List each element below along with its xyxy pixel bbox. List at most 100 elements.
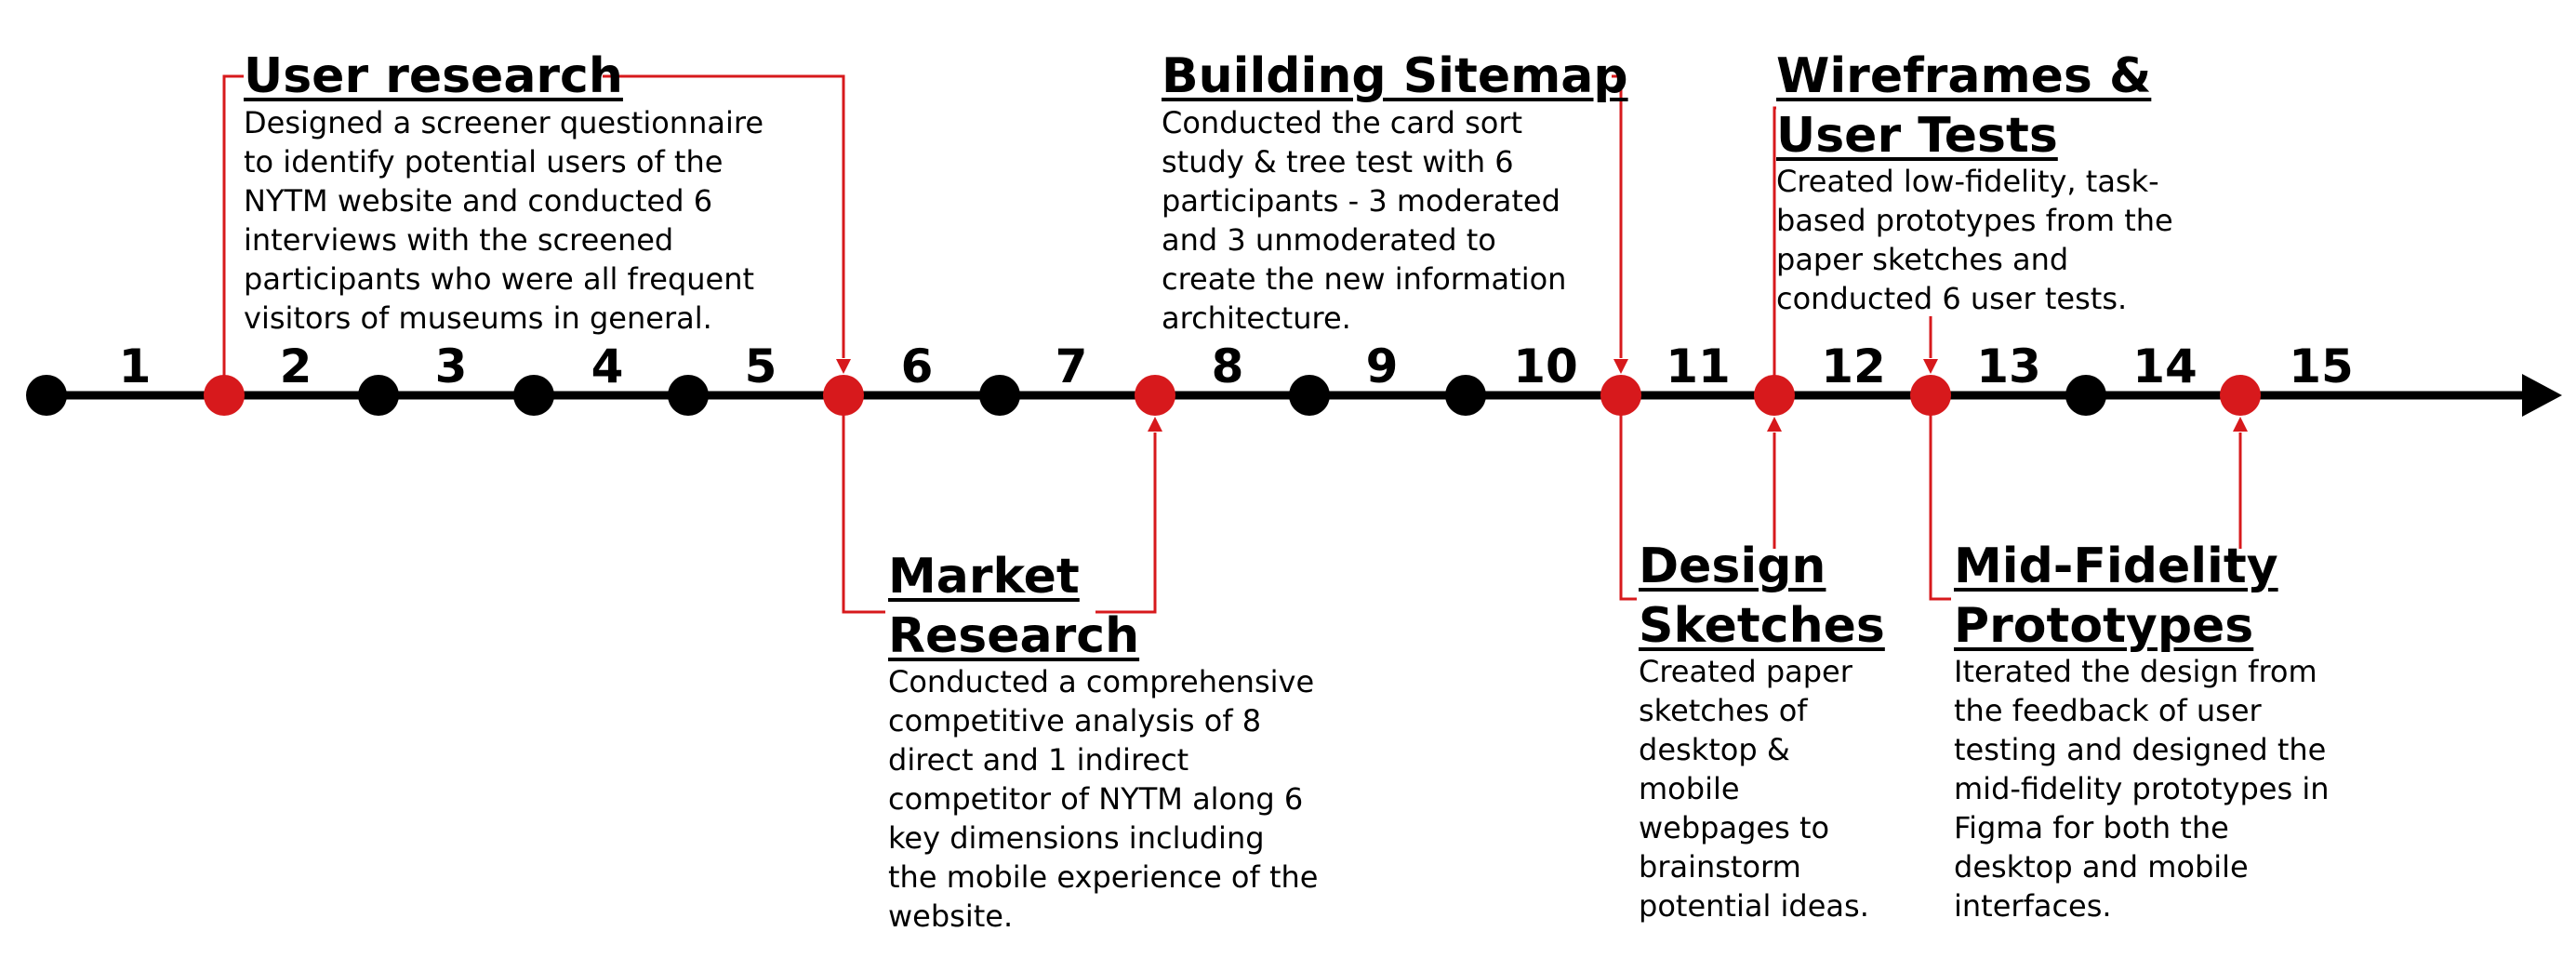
timeline-arrowhead [2522, 374, 2562, 417]
desc-line: key dimensions including [888, 820, 1265, 856]
desc-line: testing and designed the [1954, 732, 2327, 767]
title-line: Sketches [1639, 598, 1885, 654]
step-number: 13 [1976, 339, 2041, 393]
milestone-dot [1910, 375, 1951, 416]
desc-line: interviews with the screened [244, 222, 674, 258]
desc-line: and 3 unmoderated to [1162, 222, 1496, 258]
desc-line: Created paper [1639, 654, 1852, 689]
desc-line: mobile [1639, 771, 1740, 806]
desc-line: mid-fidelity prototypes in [1954, 771, 2330, 806]
desc-line: webpages to [1639, 810, 1830, 845]
step-dot [26, 375, 67, 416]
title-line: Building Sitemap [1162, 48, 1628, 104]
desc-line: potential ideas. [1639, 888, 1869, 924]
connector-user-research-left [222, 74, 244, 395]
desc-line: participants - 3 moderated [1162, 183, 1560, 219]
connector-arrow [2233, 417, 2248, 432]
desc-line: competitive analysis of 8 [888, 703, 1262, 738]
desc-line: Iterated the design from [1954, 654, 2317, 689]
desc-line: sketches of [1639, 693, 1808, 728]
step-dot [668, 375, 709, 416]
desc-line: the feedback of user [1954, 693, 2262, 728]
desc-line: desktop & [1639, 732, 1790, 767]
connector-design-sketches-left [1619, 395, 1637, 601]
title-line: Research [888, 608, 1140, 664]
step-number: 8 [1212, 339, 1244, 393]
title-line: Prototypes [1954, 598, 2254, 654]
step-number: 11 [1666, 339, 1731, 393]
title-line: Market [888, 549, 1080, 605]
milestone-title-market-research: Market Research [888, 547, 1139, 666]
step-number: 15 [2289, 339, 2354, 393]
step-number: 10 [1513, 339, 1578, 393]
milestone-dot [823, 375, 864, 416]
desc-line: brainstorm [1639, 849, 1801, 885]
step-number: 1 [119, 339, 152, 393]
connector-arrow [1613, 359, 1628, 374]
milestone-title-wireframes: Wireframes & User Tests [1776, 47, 2151, 166]
step-number: 2 [280, 339, 312, 393]
milestone-dot [1754, 375, 1795, 416]
desc-line: direct and 1 indirect [888, 742, 1189, 778]
desc-line: to identify potential users of the [244, 144, 724, 180]
milestone-title-user-research: User research [244, 47, 623, 106]
connector-user-research [603, 74, 845, 358]
desc-line: Figma for both the [1954, 810, 2229, 845]
milestone-desc-design-sketches: Created paper sketches of desktop & mobi… [1639, 652, 1869, 925]
desc-line: Conducted a comprehensive [888, 664, 1315, 699]
connector-arrow [1148, 417, 1162, 432]
milestone-title-mid-fidelity: Mid-Fidelity Prototypes [1954, 537, 2278, 656]
desc-line: interfaces. [1954, 888, 2112, 924]
milestone-dot [204, 375, 245, 416]
milestone-desc-market-research: Conducted a comprehensive competitive an… [888, 662, 1318, 936]
milestone-dot [1135, 375, 1175, 416]
step-dot [979, 375, 1020, 416]
title-line: Mid-Fidelity [1954, 539, 2278, 594]
step-number: 5 [745, 339, 777, 393]
step-number: 6 [901, 339, 934, 393]
connector-arrow [1767, 417, 1782, 432]
step-number: 7 [1056, 339, 1088, 393]
desc-line: conducted 6 user tests. [1776, 281, 2128, 316]
milestone-dot [1600, 375, 1641, 416]
title-line: Wireframes & [1776, 48, 2152, 104]
desc-line: competitor of NYTM along 6 [888, 781, 1304, 817]
desc-line: visitors of museums in general. [244, 300, 712, 336]
desc-line: the mobile experience of the [888, 859, 1319, 895]
desc-line: study & tree test with 6 [1162, 144, 1514, 180]
desc-line: Designed a screener questionnaire [244, 105, 764, 140]
title-line: Design [1639, 539, 1826, 594]
milestone-desc-user-research: Designed a screener questionnaire to ide… [244, 103, 764, 338]
title-line: User research [244, 48, 623, 104]
step-number: 12 [1821, 339, 1886, 393]
connector-mid-fidelity-left [1929, 395, 1951, 601]
desc-line: Conducted the card sort [1162, 105, 1523, 140]
title-line: User Tests [1776, 108, 2058, 164]
desc-line: Created low-fidelity, task- [1776, 164, 2159, 199]
milestone-desc-building-sitemap: Conducted the card sort study & tree tes… [1162, 103, 1566, 338]
milestone-dot [2220, 375, 2261, 416]
step-number: 9 [1366, 339, 1399, 393]
step-dot [1289, 375, 1330, 416]
connector-arrow [1923, 359, 1938, 374]
connector-arrow [836, 359, 851, 374]
step-number: 4 [591, 339, 624, 393]
step-number: 3 [435, 339, 468, 393]
desc-line: desktop and mobile [1954, 849, 2249, 885]
connector-wireframes-left [1773, 106, 1776, 395]
desc-line: create the new information [1162, 261, 1567, 297]
desc-line: website. [888, 898, 1014, 934]
milestone-title-building-sitemap: Building Sitemap [1162, 47, 1628, 106]
milestone-desc-wireframes: Created low-fidelity, task- based protot… [1776, 162, 2173, 318]
desc-line: based prototypes from the [1776, 203, 2173, 238]
step-dot [2065, 375, 2106, 416]
desc-line: participants who were all frequent [244, 261, 755, 297]
connector-market-research [1095, 432, 1157, 614]
step-dot [513, 375, 554, 416]
desc-line: architecture. [1162, 300, 1351, 336]
step-dot [1445, 375, 1486, 416]
step-dot [358, 375, 399, 416]
desc-line: NYTM website and conducted 6 [244, 183, 713, 219]
step-number: 14 [2132, 339, 2198, 393]
